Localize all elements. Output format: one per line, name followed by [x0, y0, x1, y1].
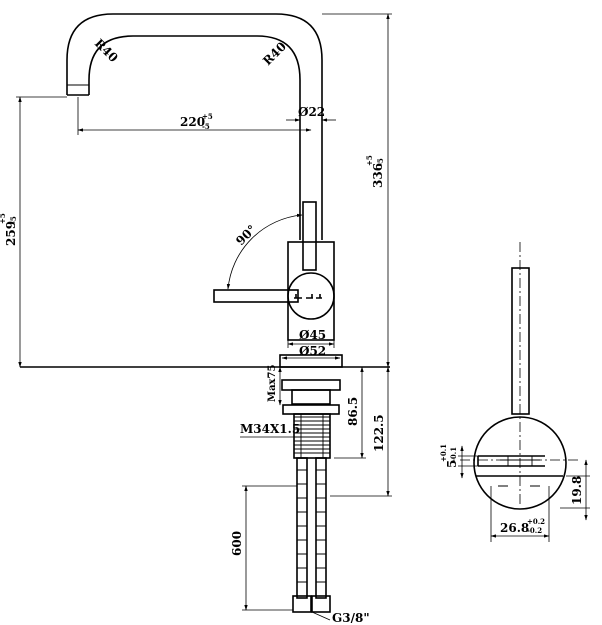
shank-inner-lines	[300, 414, 324, 458]
spout-height-tol-lower: -5	[9, 216, 18, 224]
side-width-tol-upper: +0.2	[527, 517, 545, 526]
spout-diameter-label: Ø22	[298, 105, 325, 119]
shank-height-label: 86.5	[346, 397, 360, 426]
lever-hub-marking	[294, 294, 322, 299]
lever-handle-vertical	[302, 201, 317, 271]
shank-thread-hatching	[294, 416, 330, 454]
connection-leader	[311, 611, 331, 621]
spout-height-value: 259	[4, 221, 18, 246]
total-height-value: 336	[371, 163, 385, 188]
faucet-side-view	[458, 242, 590, 542]
side-width-value: 26.8	[500, 521, 529, 535]
supply-hose-right	[311, 457, 331, 613]
spout-outer-contour	[66, 13, 323, 240]
fixing-plate	[282, 404, 340, 415]
shank-total-label: 122.5	[372, 414, 386, 452]
faucet-body	[287, 241, 335, 341]
threaded-shank	[293, 413, 331, 459]
thread-label: M34X1.5	[240, 422, 300, 436]
supply-hose-left	[292, 457, 312, 613]
lever-hub	[287, 272, 335, 320]
side-lever-slot	[477, 455, 545, 467]
faucet-front-view	[16, 13, 392, 621]
side-offset-label: 19.8	[570, 476, 584, 505]
side-body-circle	[473, 416, 567, 510]
spout-inner-contour	[88, 35, 301, 240]
fixing-washer	[281, 379, 341, 391]
max-deck-label: Max75	[267, 365, 278, 402]
lever-handle-horizontal	[213, 289, 299, 303]
reach-tol-upper: +5	[202, 112, 213, 121]
reach-value: 220	[180, 115, 205, 129]
spout-height-tol-upper: +5	[0, 213, 7, 224]
side-slot-detail	[500, 456, 540, 466]
lever-angle-label: 90°	[233, 222, 259, 248]
body-diameter-label: Ø45	[299, 328, 326, 342]
total-height-tol-lower: -5	[376, 158, 385, 166]
side-lever-height-tol-upper: +0.1	[439, 444, 448, 462]
side-width-tol-lower: -0.2	[527, 526, 542, 535]
lever-angle-arc	[226, 213, 303, 290]
side-lever-height-value: 5	[445, 460, 459, 468]
total-height-tol-upper: +5	[365, 155, 374, 166]
reach-tol-lower: -5	[202, 122, 210, 131]
side-lever	[511, 267, 530, 415]
side-lever-height-tol-lower: -0.1	[449, 447, 458, 462]
hose-length-label: 600	[230, 531, 244, 556]
connection-label: G3/8"	[332, 611, 370, 625]
base-diameter-label: Ø52	[299, 344, 326, 358]
fixing-nut	[291, 389, 331, 405]
